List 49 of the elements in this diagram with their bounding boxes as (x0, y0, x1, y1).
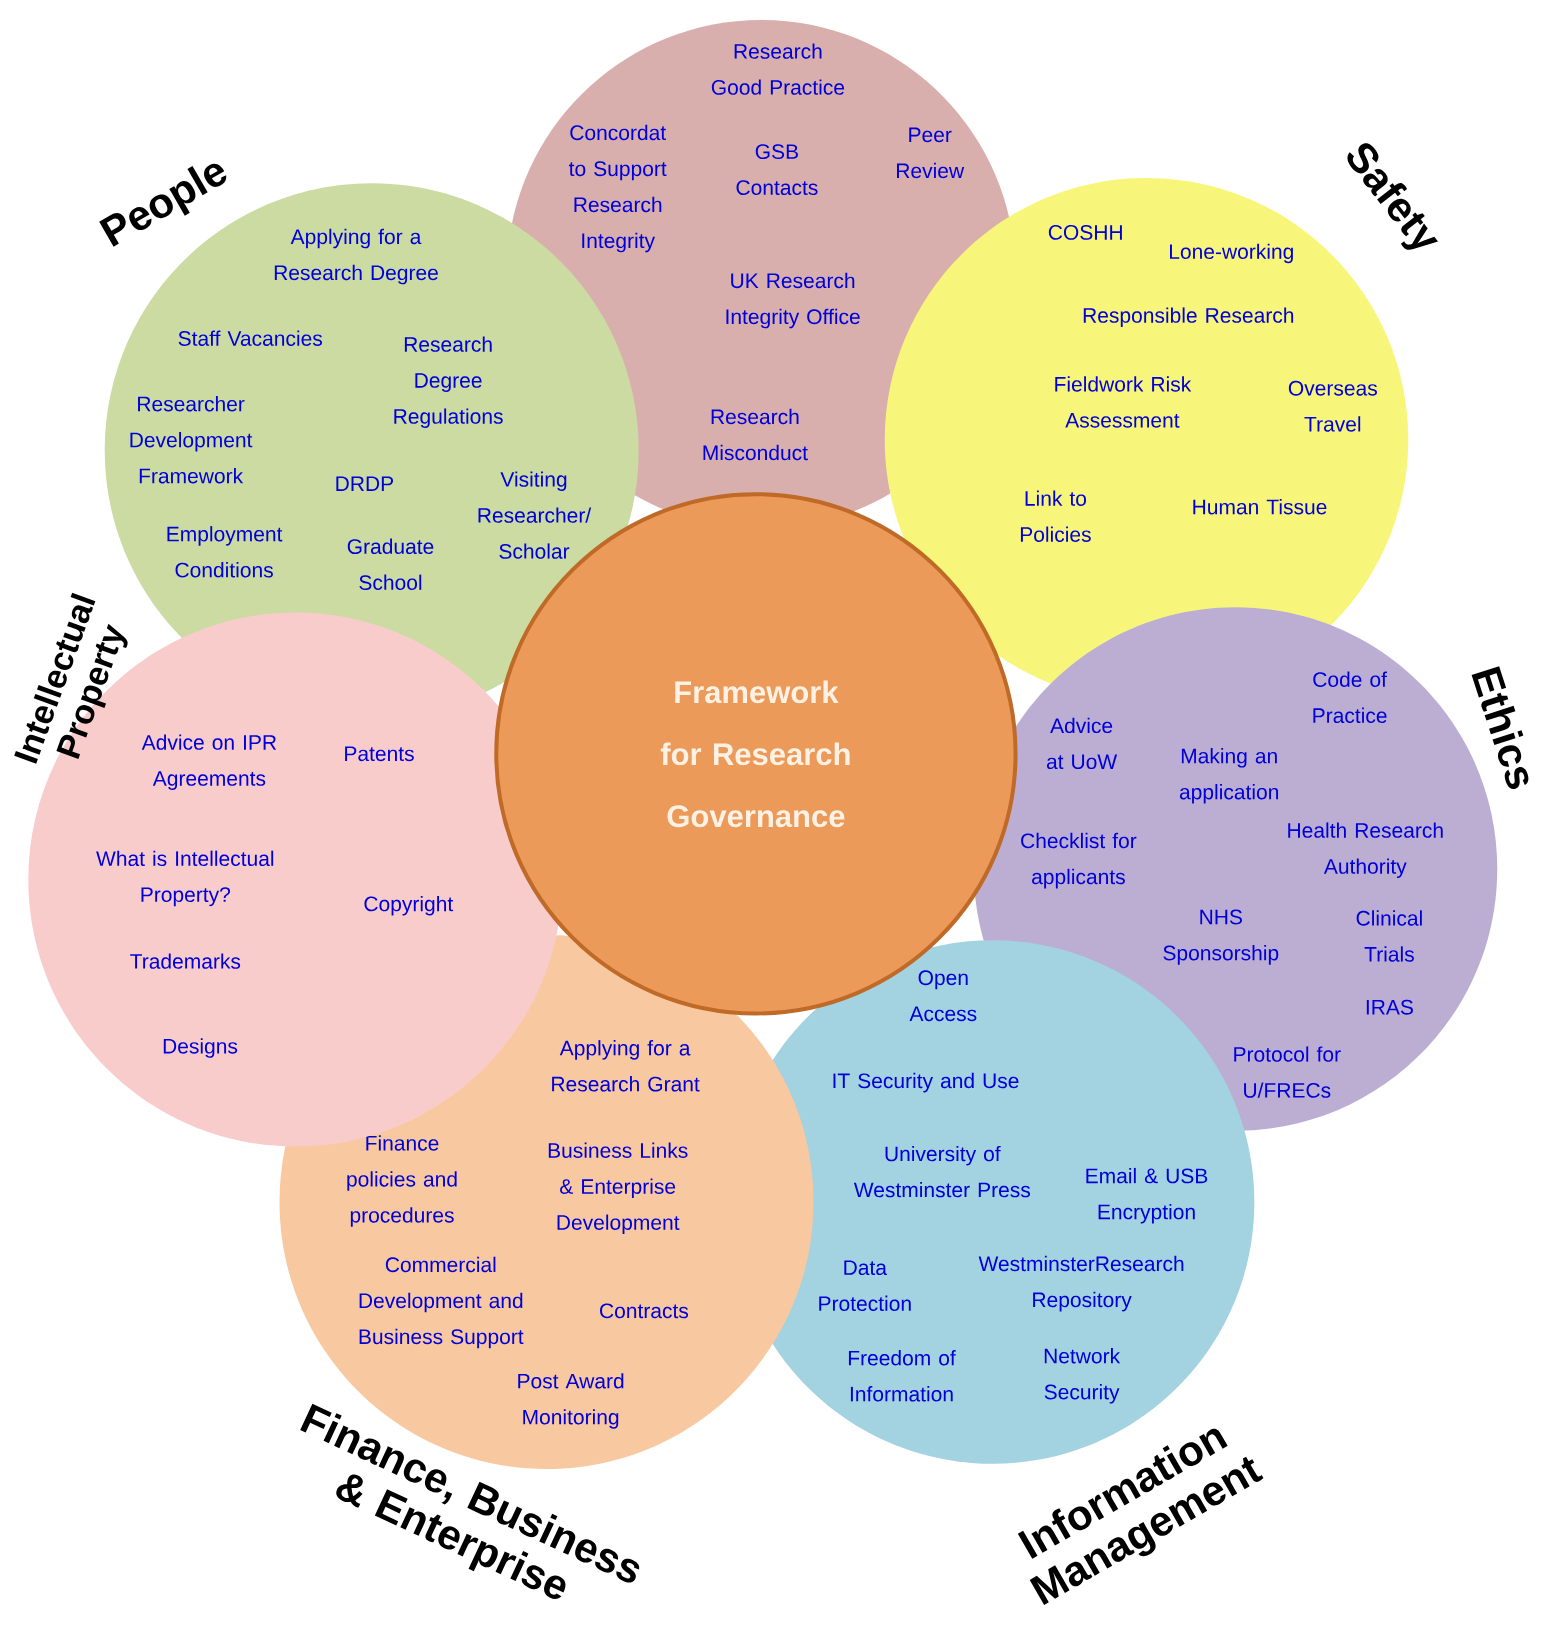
link-text: Concordat to Support Research Integrity (569, 124, 667, 253)
link-text: Trademarks (130, 953, 241, 969)
link-text: Lone-working (1170, 243, 1293, 264)
link-text: IRAS (1366, 999, 1413, 1015)
link-text: NHS Sponsorship (1163, 909, 1279, 965)
link-text: DRDP (336, 476, 394, 491)
link-text: Finance policies and procedures (347, 1135, 457, 1227)
link-text: Peer Review (897, 127, 965, 179)
link-text: Patents (345, 746, 414, 762)
link-text: Applying for a Research Degree (274, 228, 438, 285)
link-text: What is Intellectual Property? (96, 850, 274, 907)
link-text: Checklist for applicants (1021, 832, 1137, 889)
link-text: Health Research Authority (1288, 822, 1443, 878)
link-text: Advice on IPR Agreements (141, 734, 277, 790)
link-text: Post Award Monitoring (518, 1373, 624, 1429)
link-text: Overseas Travel (1288, 380, 1377, 432)
link-text: Responsible Research (1083, 307, 1294, 327)
link-text: Applying for a Research Grant (552, 1040, 700, 1092)
link-text: UK Research Integrity Office (726, 272, 860, 329)
link-text: Making an application (1179, 748, 1278, 804)
link-text: Contracts (600, 1303, 689, 1319)
link-text: WestminsterResearch Repository (978, 1255, 1184, 1312)
link-text: COSHH (1048, 225, 1122, 240)
link-text: Business Links & Enterprise Development (548, 1142, 688, 1235)
link-text: Research Good Practice (711, 43, 845, 95)
link-text: Advice at UoW (1046, 717, 1118, 770)
link-text: Human Tissue (1193, 499, 1327, 515)
link-text: Designs (163, 1038, 238, 1058)
link-text: Protocol for U/FRECs (1234, 1046, 1341, 1098)
link-text: Commercial Development and Business Support (359, 1256, 524, 1349)
link-text: Data Protection (819, 1260, 911, 1312)
link-text: Employment Conditions (167, 526, 283, 578)
link-text: Clinical Trials (1356, 910, 1422, 962)
link-text: Link to Policies (1020, 490, 1091, 542)
link-text: Network Security (1044, 1348, 1121, 1404)
petal-heading: Ethics (1471, 666, 1529, 789)
link-text: Fieldwork Risk Assessment (1055, 376, 1192, 428)
link-text: Research Misconduct (703, 408, 808, 461)
link-text: Freedom of Information (848, 1350, 956, 1402)
link-text: IT Security and Use (833, 1072, 1019, 1093)
link-text: Copyright (364, 895, 454, 916)
link-text: Code of Practice (1313, 671, 1387, 723)
link-text: Researcher Development Framework (130, 396, 253, 484)
link-text: Graduate School (347, 538, 434, 590)
link-text: GSB Contacts (736, 144, 818, 196)
link-text: Email & USB Encryption (1086, 1167, 1208, 1224)
link-text: University of Westminster Press (853, 1145, 1030, 1198)
link-text: Staff Vacancies (178, 330, 322, 346)
link-text: Research Degree Regulations (394, 336, 503, 428)
